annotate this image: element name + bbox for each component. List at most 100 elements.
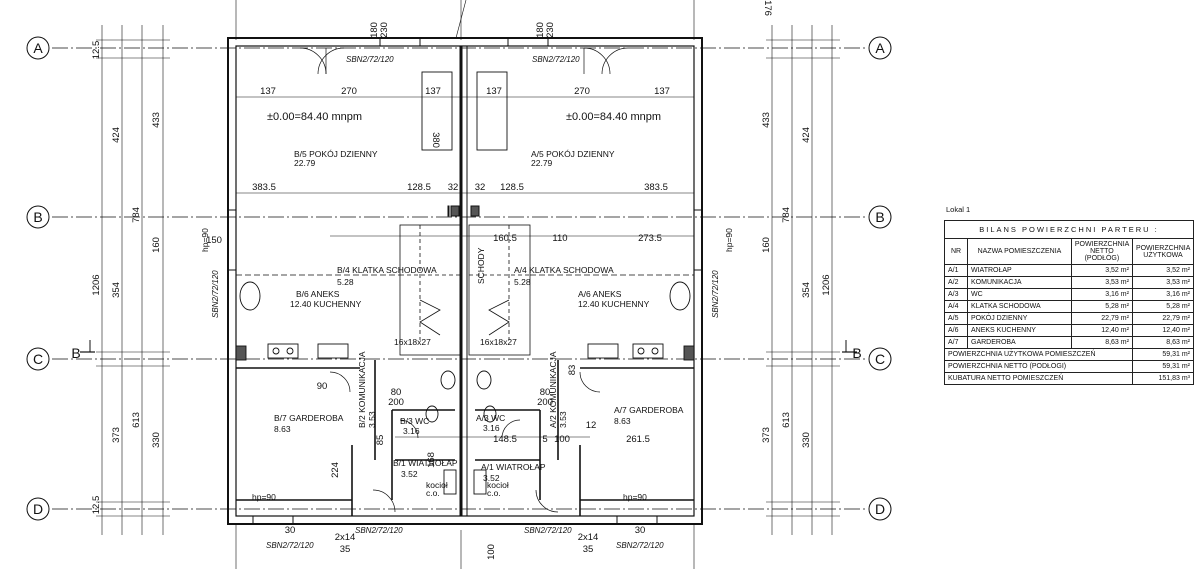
axis-label-a-left: A xyxy=(33,40,43,56)
dim-left-inner-3: 613 xyxy=(131,412,142,428)
dim-12: 12 xyxy=(586,420,597,431)
row-name: KOMUNIKACJA xyxy=(967,276,1072,289)
dim-top-2: 270 xyxy=(341,86,357,97)
room-area-b6: 12.40 KUCHENNY xyxy=(290,299,362,309)
elevation-label-left: ±0.00=84.40 mnpm xyxy=(267,111,362,123)
summary-row-volume: KUBATURA NETTO POMIESZCZEŃ 151,83 m³ xyxy=(944,372,1195,385)
table-row: A/4 KLATKA SCHODOWA 5,28 m² 5,28 m² xyxy=(944,300,1195,313)
dim-left-6: 373 xyxy=(111,427,122,443)
dim-left-inner-1: 433 xyxy=(151,112,162,128)
dim-30-b: 30 xyxy=(635,525,646,536)
room-name-a6: A/6 ANEKS xyxy=(578,289,622,299)
header-netto: POWIERZCHNIA NETTO (PODŁÓG) xyxy=(1070,238,1133,265)
room-name-b7: B/7 GARDEROBA xyxy=(274,413,344,423)
dim-left-1: 12.5 xyxy=(91,41,102,60)
dim-mid-3: 32 xyxy=(448,182,459,193)
row-nr: A/4 xyxy=(944,300,968,313)
dim-2x14-a: 2x14 xyxy=(335,532,356,543)
header-nr: NR xyxy=(944,238,968,265)
axis-label-d-left: D xyxy=(33,501,43,517)
summary-label-net: POWIERZCHNIA NETTO (PODŁOGI) xyxy=(944,360,1133,373)
dim-top-1: 137 xyxy=(260,86,276,97)
wall-type-bottom-left: SBN2/72/120 xyxy=(266,541,314,550)
hp-label-bottom-left: hp=90 xyxy=(252,492,276,502)
dim-right-4: 160 xyxy=(761,237,772,253)
summary-value-usable: 59,31 m² xyxy=(1131,348,1195,361)
row-nr: A/7 xyxy=(944,336,968,349)
axis-label-b-left: B xyxy=(33,209,42,225)
header-uzytkowa: POWIERZCHNIA UŻYTKOWA xyxy=(1131,238,1195,265)
row-name: GARDEROBA xyxy=(967,336,1072,349)
room-name-a1: A/1 WIATROŁAP xyxy=(481,462,546,472)
area-balance-table: BILANS POWIERZCHNI PARTERU : NR NAZWA PO… xyxy=(944,220,1195,385)
table-row: A/7 GARDEROBA 8,63 m² 8,63 m² xyxy=(944,336,1195,349)
stair-label-right: 16x18x27 xyxy=(480,337,517,347)
section-mark-left: B xyxy=(71,345,80,361)
dim-right-1: 433 xyxy=(761,112,772,128)
table-title: BILANS POWIERZCHNI PARTERU : xyxy=(944,220,1194,239)
table-row: A/6 ANEKS KUCHENNY 12,40 m² 12,40 m² xyxy=(944,324,1195,337)
dim-left-2: 424 xyxy=(111,127,122,143)
room-area-a4: 5.28 xyxy=(514,277,531,287)
room-name-a3: A/3 WC xyxy=(476,413,505,423)
dim-left-7: 12.5 xyxy=(91,496,102,515)
room-area-b1: 3.52 xyxy=(401,469,418,479)
room-area-b4: 5.28 xyxy=(337,277,354,287)
room-area-a7: 8.63 xyxy=(614,416,631,426)
row-uzyt: 22,79 m² xyxy=(1131,312,1195,325)
summary-label-usable: POWIERZCHNIA UŻYTKOWA POMIESZCZEŃ xyxy=(944,348,1133,361)
dim-mid-2: 128.5 xyxy=(407,182,431,193)
dim-stair-1: 160.5 xyxy=(493,233,517,244)
row-netto: 5,28 m² xyxy=(1070,300,1133,313)
wall-type-bottom-mid-left: SBN2/72/120 xyxy=(355,526,403,535)
dim-right-2: 784 xyxy=(781,207,792,223)
summary-value-net: 59,31 m² xyxy=(1131,360,1195,373)
wall-type-right-side: SBN2/72/120 xyxy=(711,270,720,318)
row-uzyt: 5,28 m² xyxy=(1131,300,1195,313)
dim-35-b: 35 xyxy=(583,544,594,555)
dim-right-5: 354 xyxy=(801,282,812,298)
room-area-a1: 3.52 xyxy=(483,473,500,483)
axis-label-c-right: C xyxy=(875,351,885,367)
room-area-a5: 22.79 xyxy=(531,158,553,168)
axis-label-a-right: A xyxy=(875,40,885,56)
hp-label-right-side: hp=90 xyxy=(724,228,734,252)
row-netto: 22,79 m² xyxy=(1070,312,1133,325)
axis-label-b-right: B xyxy=(875,209,884,225)
room-name-a4: A/4 KLATKA SCHODOWA xyxy=(514,265,614,275)
dim-200-a: 200 xyxy=(388,397,404,408)
dim-right-6: 1206 xyxy=(821,274,832,295)
dim-80-b: 80 xyxy=(540,387,551,398)
row-name: WC xyxy=(967,288,1072,301)
dim-left-3: 784 xyxy=(131,207,142,223)
stairs-direction-label: SCHODY xyxy=(476,247,486,284)
room-name-a7: A/7 GARDEROBA xyxy=(614,405,684,415)
wall-type-bottom-mid-right: SBN2/72/120 xyxy=(524,526,572,535)
dim-224: 224 xyxy=(330,462,341,478)
dim-left-5: 1206 xyxy=(91,274,102,295)
dim-wc-2: 5 xyxy=(542,434,547,445)
boiler-label-right: kocioł xyxy=(487,480,509,490)
room-name-b1: B/1 WIATROŁAP xyxy=(393,458,458,468)
room-name-a2: A/2 KOMUNIKACJA xyxy=(548,351,558,428)
dim-80-a: 80 xyxy=(391,387,402,398)
row-netto: 3,53 m² xyxy=(1070,276,1133,289)
boiler-label-left: kocioł xyxy=(426,480,448,490)
row-name: POKÓJ DZIENNY xyxy=(967,312,1072,325)
wall-type-top-right: SBN2/72/120 xyxy=(532,55,580,64)
summary-value-volume: 151,83 m³ xyxy=(1131,372,1195,385)
row-nr: A/2 xyxy=(944,276,968,289)
area-balance-legend: Lokal 1 BILANS POWIERZCHNI PARTERU : NR … xyxy=(944,205,1196,385)
room-area-a3: 3.16 xyxy=(483,423,500,433)
summary-row-net: POWIERZCHNIA NETTO (PODŁOGI) 59,31 m² xyxy=(944,360,1195,373)
dim-stair-3: 273.5 xyxy=(638,233,662,244)
room-name-b3: B/3 WC xyxy=(400,416,429,426)
row-netto: 3,52 m² xyxy=(1070,264,1133,277)
table-row: A/3 WC 3,16 m² 3,16 m² xyxy=(944,288,1195,301)
co-label-right: c.o. xyxy=(487,488,501,498)
axis-label-d-right: D xyxy=(875,501,885,517)
dim-right-9: 373 xyxy=(761,427,772,443)
summary-label-volume: KUBATURA NETTO POMIESZCZEŃ xyxy=(944,372,1133,385)
room-name-b5: B/5 POKÓJ DZIENNY xyxy=(294,149,378,159)
dim-150: 150 xyxy=(206,235,222,246)
